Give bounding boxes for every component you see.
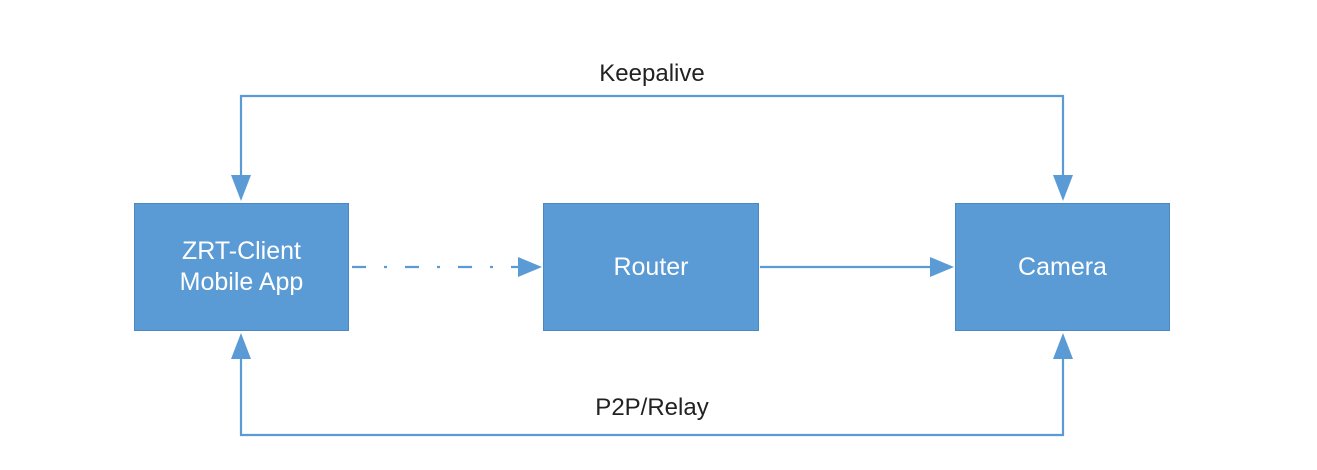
keepalive-connector bbox=[231, 94, 1073, 201]
router-camera-connector bbox=[760, 257, 954, 277]
client-router-arrow bbox=[518, 257, 542, 277]
p2p-arrow-to-client bbox=[231, 333, 251, 359]
camera-node-label: Camera bbox=[1018, 252, 1107, 281]
client-node-label-line1: ZRT-Client bbox=[181, 237, 301, 265]
p2p-relay-connector bbox=[231, 333, 1073, 437]
router-node-label: Router bbox=[613, 252, 689, 281]
router-node: Router bbox=[543, 203, 759, 331]
client-router-connector bbox=[352, 257, 542, 277]
keepalive-arrow-to-client bbox=[231, 175, 251, 201]
keepalive-line bbox=[239, 94, 1065, 177]
router-camera-arrow bbox=[930, 257, 954, 277]
p2p-relay-label: P2P/Relay bbox=[595, 394, 709, 421]
client-app-node: ZRT-Client Mobile App bbox=[134, 203, 349, 331]
p2p-arrow-to-camera bbox=[1053, 333, 1073, 359]
keepalive-label: Keepalive bbox=[599, 60, 705, 87]
camera-node: Camera bbox=[955, 203, 1170, 331]
p2p-relay-line bbox=[239, 359, 1065, 437]
client-node-label-line2: Mobile App bbox=[179, 268, 304, 296]
keepalive-arrow-to-camera bbox=[1053, 175, 1073, 201]
